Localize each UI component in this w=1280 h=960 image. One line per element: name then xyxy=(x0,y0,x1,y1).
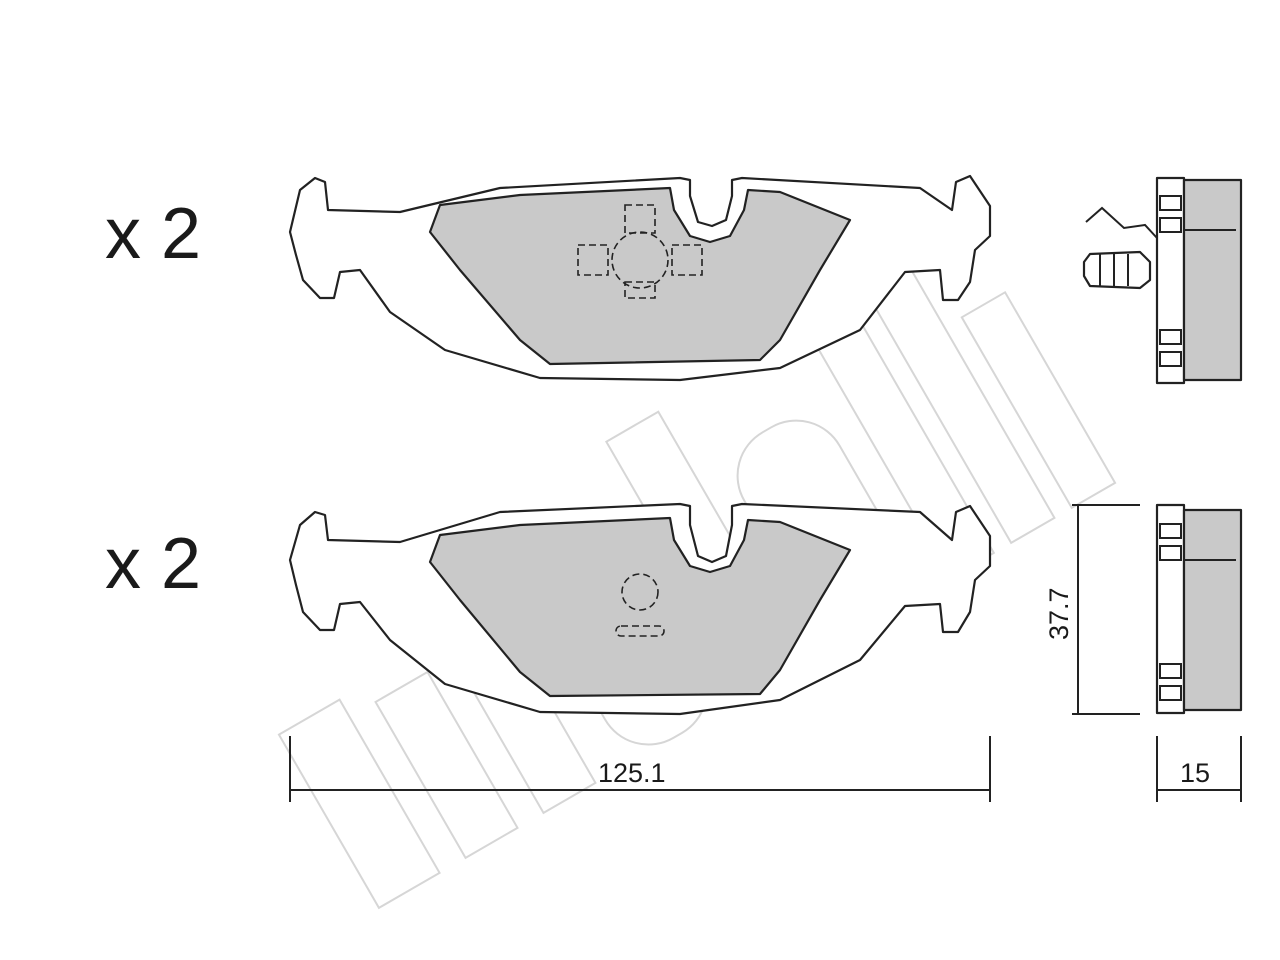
top-side-view xyxy=(1082,176,1243,385)
thickness-dimension-value: 15 xyxy=(1180,758,1210,788)
bottom-brake-pad xyxy=(288,502,992,716)
wear-sensor-plug xyxy=(1082,250,1152,290)
top-brake-pad xyxy=(288,174,992,382)
height-dimension: 37.7 xyxy=(1044,504,1140,715)
top-friction-material xyxy=(428,186,852,366)
bottom-friction-material xyxy=(428,516,852,698)
height-dimension-value: 37.7 xyxy=(1044,587,1074,640)
bottom-side-view xyxy=(1155,503,1243,715)
top-quantity-label: x 2 xyxy=(105,194,201,274)
thickness-dimension: 15 xyxy=(1156,736,1242,802)
length-dimension: 125.1 xyxy=(289,736,991,802)
bottom-pad-sensor-mark xyxy=(615,573,665,637)
length-dimension-value: 125.1 xyxy=(598,758,666,788)
top-pad-sensor-mark xyxy=(577,204,703,299)
bottom-quantity-label: x 2 xyxy=(105,524,201,604)
wear-sensor-wire xyxy=(1085,206,1158,239)
